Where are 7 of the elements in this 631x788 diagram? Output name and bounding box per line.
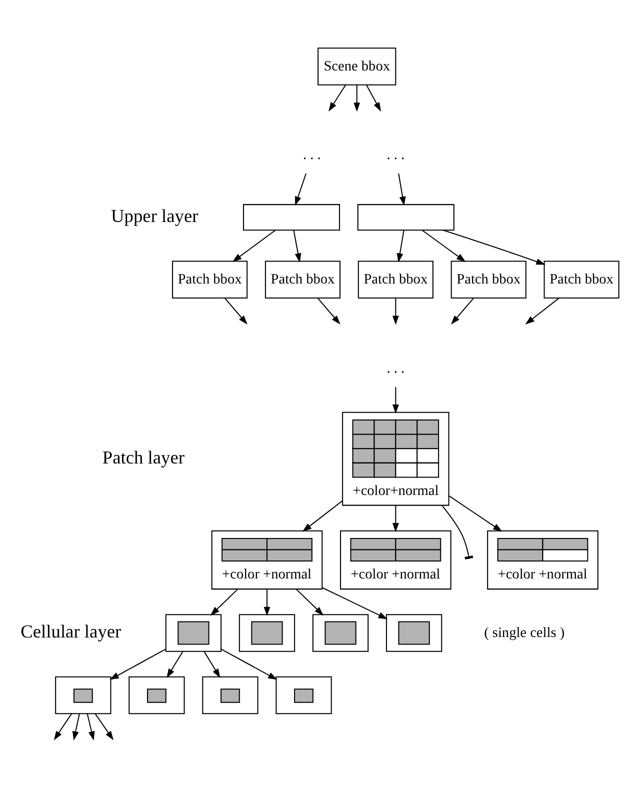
label: Cellular layer xyxy=(20,621,122,642)
label: ( single cells ) xyxy=(484,624,565,641)
node-text: . . . xyxy=(386,360,405,376)
label: Patch layer xyxy=(102,447,184,468)
node-text: . . . xyxy=(302,146,321,163)
label: Upper layer xyxy=(111,206,198,226)
node-text: . . . xyxy=(386,146,405,163)
